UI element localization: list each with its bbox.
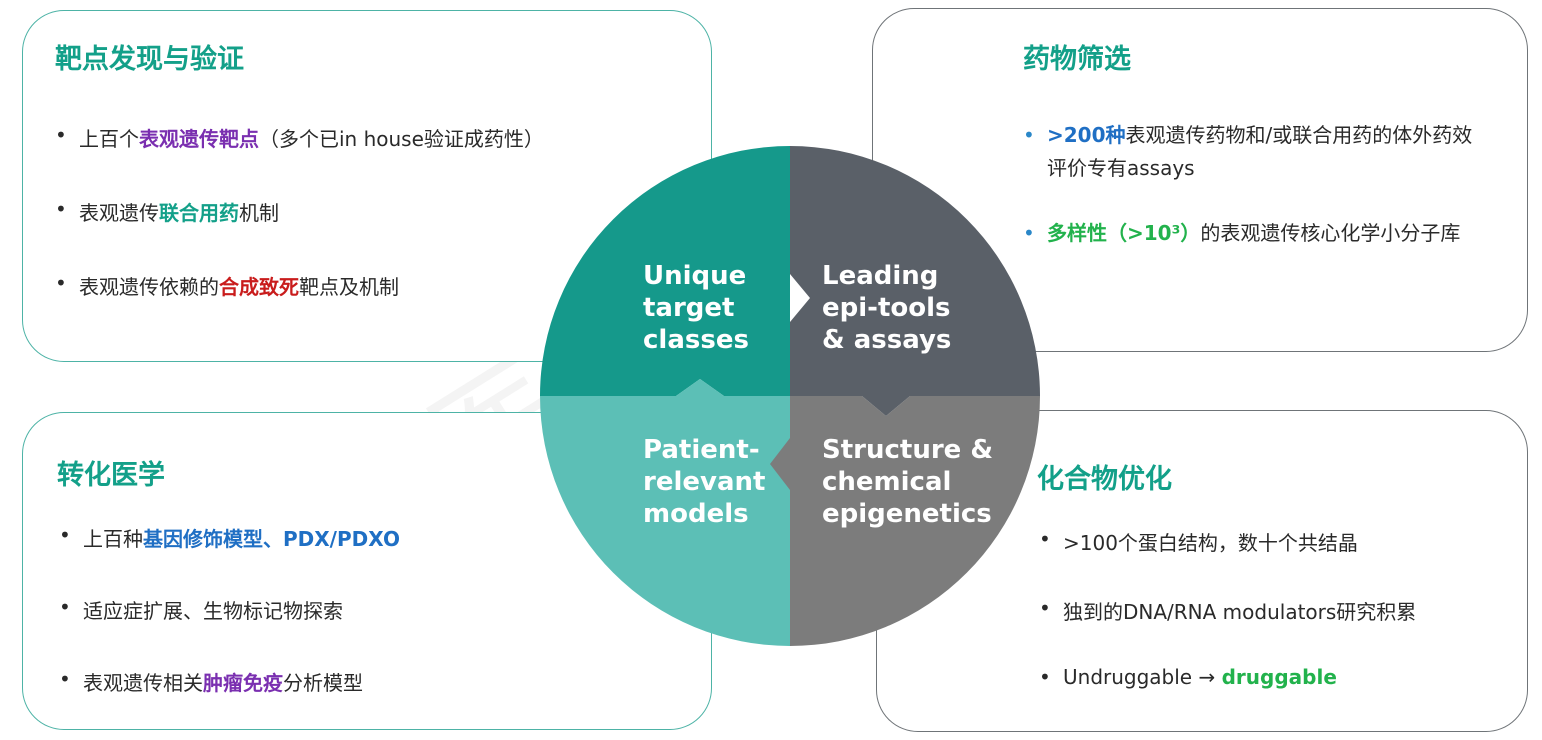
wheel-text: relevant xyxy=(643,467,765,497)
wheel-text: models xyxy=(643,499,749,529)
wheel-label-target: Unique target classes xyxy=(643,261,749,355)
item-highlight: druggable xyxy=(1221,665,1337,689)
list-item: 适应症扩展、生物标记物探索 xyxy=(57,595,400,624)
wheel-label-tools: Leading epi-tools & assays xyxy=(822,261,951,355)
panel-title: 转化医学 xyxy=(57,460,165,491)
item-text: 表观遗传 xyxy=(79,201,159,225)
wheel-quadrant-structure xyxy=(790,396,1040,646)
item-text: 适应症扩展、生物标记物探索 xyxy=(83,599,343,623)
item-highlight: 多样性（>10³） xyxy=(1047,221,1201,245)
wheel-text: Unique xyxy=(643,261,746,291)
item-text: 上百个 xyxy=(79,127,139,151)
item-highlight: 表观遗传靶点 xyxy=(139,127,259,151)
optimization-list: >100个蛋白结构，数十个共结晶 独到的DNA/RNA modulators研究… xyxy=(1037,527,1416,729)
item-text: 分析模型 xyxy=(283,671,363,695)
capability-wheel: Unique target classes Leading epi-tools … xyxy=(540,146,1040,646)
panel-drug-screening: 药物筛选 >200种表观遗传药物和/或联合用药的体外药效评价专有assays 多… xyxy=(872,8,1528,352)
item-highlight: 肿瘤免疫 xyxy=(203,671,283,695)
list-item: 上百个表观遗传靶点（多个已in house验证成药性） xyxy=(53,123,544,152)
screening-list: >200种表观遗传药物和/或联合用药的体外药效评价专有assays 多样性（>1… xyxy=(1021,119,1491,282)
wheel-text: Patient- xyxy=(643,435,760,465)
item-highlight: 合成致死 xyxy=(219,275,299,299)
wheel-arrow-left xyxy=(770,438,790,490)
panel-title: 化合物优化 xyxy=(1037,464,1172,495)
item-text: 靶点及机制 xyxy=(299,275,399,299)
list-item: 表观遗传相关肿瘤免疫分析模型 xyxy=(57,667,400,696)
wheel-text: epi-tools xyxy=(822,293,951,323)
wheel-text: chemical xyxy=(822,467,951,497)
wheel-text: epigenetics xyxy=(822,499,992,529)
item-text: 独到的DNA/RNA modulators研究积累 xyxy=(1063,600,1417,624)
item-highlight: >200种 xyxy=(1047,123,1126,147)
wheel-label-structure: Structure & chemical epigenetics xyxy=(822,435,993,529)
wheel-quadrant-models xyxy=(540,379,790,646)
list-item: 上百种基因修饰模型、PDX/PDXO xyxy=(57,523,400,552)
panel-target-discovery: 靶点发现与验证 上百个表观遗传靶点（多个已in house验证成药性） 表观遗传… xyxy=(22,10,712,362)
list-item: 表观遗传联合用药机制 xyxy=(53,197,544,226)
item-text: 上百种 xyxy=(83,527,143,551)
list-item: >200种表观遗传药物和/或联合用药的体外药效评价专有assays xyxy=(1021,119,1491,185)
wheel-text: Leading xyxy=(822,261,938,291)
list-item: >100个蛋白结构，数十个共结晶 xyxy=(1037,527,1416,556)
wheel-text: Structure & xyxy=(822,435,993,465)
item-highlight: 基因修饰模型、PDX/PDXO xyxy=(143,527,400,551)
translational-list: 上百种基因修饰模型、PDX/PDXO 适应症扩展、生物标记物探索 表观遗传相关肿… xyxy=(57,523,400,739)
wheel-quadrant-tools xyxy=(790,146,1040,416)
item-highlight: 联合用药 xyxy=(159,201,239,225)
item-text: 表观遗传依赖的 xyxy=(79,275,219,299)
item-text: >100个蛋白结构，数十个共结晶 xyxy=(1063,531,1358,555)
item-text: Undruggable → xyxy=(1063,665,1222,689)
wheel-quadrant-target xyxy=(540,146,790,396)
item-text: 机制 xyxy=(239,201,279,225)
wheel-text: classes xyxy=(643,325,749,355)
wheel-label-models: Patient- relevant models xyxy=(643,435,765,529)
panel-title: 药物筛选 xyxy=(1023,44,1131,75)
item-text: 的表观遗传核心化学小分子库 xyxy=(1200,221,1461,245)
item-text: （多个已in house验证成药性） xyxy=(259,127,544,151)
item-text: 表观遗传相关 xyxy=(83,671,203,695)
item-text: 表观遗传药物和/或联合用药的体外药效评价专有assays xyxy=(1047,123,1473,180)
target-list: 上百个表观遗传靶点（多个已in house验证成药性） 表观遗传联合用药机制 表… xyxy=(53,123,544,345)
list-item: Undruggable → druggable xyxy=(1037,665,1416,689)
wheel-text: & assays xyxy=(822,325,951,355)
wheel-text: target xyxy=(643,293,734,323)
panel-title: 靶点发现与验证 xyxy=(55,44,244,75)
list-item: 多样性（>10³）的表观遗传核心化学小分子库 xyxy=(1021,217,1491,250)
list-item: 独到的DNA/RNA modulators研究积累 xyxy=(1037,596,1416,625)
list-item: 表观遗传依赖的合成致死靶点及机制 xyxy=(53,271,544,300)
